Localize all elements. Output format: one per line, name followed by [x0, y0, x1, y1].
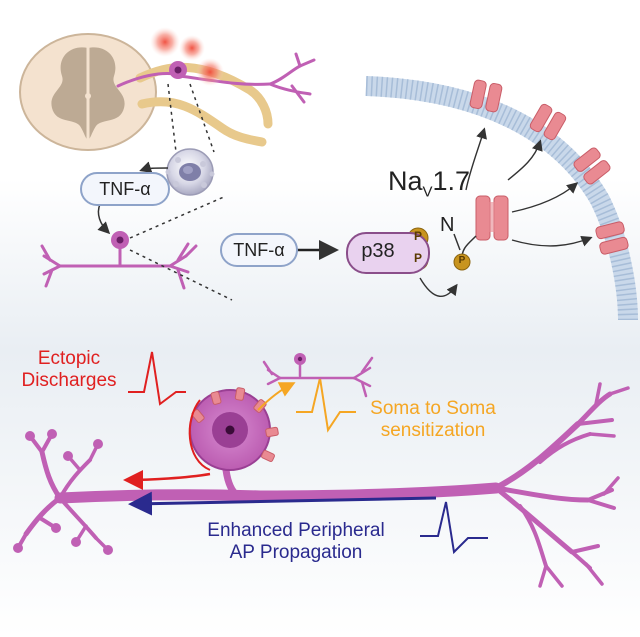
large-neuron: [16, 382, 630, 588]
enhanced-line2: AP Propagation: [229, 541, 363, 563]
nav-phospho-group: [453, 253, 471, 271]
trafficking-arrow: [511, 235, 593, 247]
tnf-alpha-label-mid: TNF-α: [220, 233, 298, 267]
tnf-alpha-label-top: TNF-α: [80, 172, 170, 206]
nav17-subscript: V: [422, 183, 433, 201]
sensitization-arrow: [257, 382, 296, 411]
sodium-channel-membrane: [595, 221, 629, 255]
nav-phospho-label: P: [458, 255, 466, 266]
adjacent-neuron: [262, 356, 374, 398]
sodium-channel-membrane: [529, 103, 567, 141]
n-terminus-label: N: [440, 214, 455, 236]
binding-arrow: [97, 203, 111, 235]
soma-sensitization-label: Soma to Soma sensitization: [362, 398, 504, 442]
ectopic-path: [188, 399, 211, 471]
phosphorylation-arrow: [419, 277, 458, 297]
enhanced-propagation-label: Enhanced Peripheral AP Propagation: [196, 520, 396, 564]
soma-line1: Soma to Soma: [370, 398, 496, 419]
ectopic-spike-trace: [128, 351, 186, 406]
nav17-channel: [475, 195, 509, 241]
spinal-cord-icon: [19, 33, 157, 151]
nav17-label: NaV1.7: [388, 166, 470, 201]
inflammation-dot: [150, 27, 180, 57]
soma-channels: [191, 387, 279, 463]
trafficking-arrow: [511, 182, 579, 213]
enhanced-line1: Enhanced Peripheral: [207, 520, 385, 541]
soma-line2: sensitization: [380, 419, 486, 441]
sensitization-spike-trace: [296, 377, 356, 433]
ectopic-line2: Discharges: [21, 369, 117, 391]
p38-kinase: [346, 232, 430, 274]
terminal-bulbs: [13, 429, 113, 555]
nav17-suffix: 1.7: [432, 166, 471, 196]
trafficking-arrow: [507, 139, 543, 181]
p38-phospho-label-2: P: [413, 251, 422, 265]
inflammation-dot: [179, 35, 205, 61]
p38-label: p38: [361, 240, 395, 262]
ectopic-line1: Ectopic: [37, 348, 101, 369]
ectopic-arrow: [123, 469, 211, 490]
small-neuron: [40, 242, 198, 290]
nav17-base: Na: [388, 166, 423, 196]
sodium-channel-membrane: [573, 147, 611, 185]
inflammation-dot: [196, 58, 224, 86]
propagation-spike-trace: [420, 501, 488, 555]
sodium-channel-membrane: [469, 79, 503, 113]
ectopic-discharges-label: Ectopic Discharges: [12, 348, 126, 392]
p38-phospho-label-1: P: [413, 229, 422, 243]
propagation-arrow: [128, 491, 437, 516]
release-arrow: [139, 161, 169, 173]
trafficking-arrow: [465, 127, 487, 191]
immune-cell-icon: [165, 148, 215, 196]
